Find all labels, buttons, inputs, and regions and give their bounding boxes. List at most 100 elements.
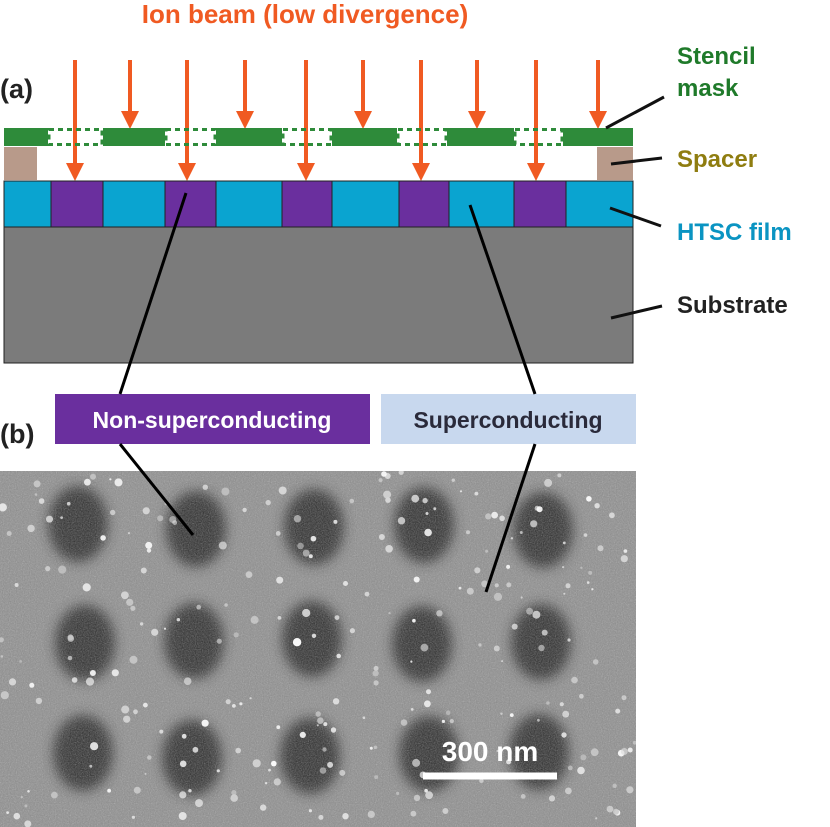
sem-speck bbox=[19, 660, 22, 663]
sem-speck bbox=[412, 758, 421, 767]
sem-speck bbox=[510, 537, 514, 540]
sem-speck bbox=[494, 583, 499, 588]
non-superconducting-region bbox=[281, 180, 333, 228]
sem-speck bbox=[383, 490, 392, 499]
sem-speck bbox=[442, 808, 449, 814]
sem-speck bbox=[84, 478, 91, 486]
sem-speck bbox=[327, 761, 334, 768]
sem-image bbox=[0, 471, 636, 827]
sem-speck bbox=[520, 596, 523, 599]
sem-speck bbox=[474, 491, 479, 496]
sem-speck bbox=[459, 490, 463, 493]
sem-speck bbox=[369, 746, 373, 750]
sem-speck bbox=[302, 608, 311, 618]
non-superconducting-region bbox=[398, 180, 450, 228]
sem-speck bbox=[396, 791, 400, 796]
sem-speck bbox=[133, 786, 141, 794]
sem-speck bbox=[530, 520, 538, 528]
sem-speck bbox=[6, 811, 9, 814]
sem-speck bbox=[595, 817, 598, 820]
sem-speck bbox=[506, 564, 511, 569]
sem-speck bbox=[245, 571, 253, 578]
panel-b-label: (b) bbox=[0, 419, 34, 449]
sem-speck bbox=[373, 680, 379, 686]
sem-speck bbox=[372, 670, 379, 677]
sem-speck bbox=[474, 567, 481, 574]
sem-speck bbox=[252, 759, 261, 768]
sem-speck bbox=[388, 612, 391, 615]
sem-speck bbox=[594, 503, 600, 509]
stencil-label-line2: mask bbox=[677, 75, 739, 102]
sem-speck bbox=[420, 643, 429, 652]
sem-speck bbox=[546, 701, 550, 705]
sem-speck bbox=[315, 711, 321, 717]
sem-speck bbox=[410, 660, 413, 663]
sem-speck bbox=[620, 555, 628, 563]
substrate-label: Substrate bbox=[677, 292, 788, 319]
sem-speck bbox=[632, 740, 636, 745]
sem-speck bbox=[541, 629, 548, 636]
sem-speck bbox=[333, 519, 338, 524]
zoom-lines bbox=[118, 192, 537, 593]
sem-speck bbox=[89, 764, 93, 768]
sem-speck bbox=[6, 531, 12, 536]
sem-speck bbox=[485, 513, 492, 520]
sem-speck bbox=[310, 535, 317, 542]
sem-speck bbox=[273, 778, 281, 786]
sem-speck bbox=[140, 567, 147, 574]
sem-speck bbox=[410, 708, 414, 711]
sem-speck bbox=[299, 731, 306, 739]
sem-speck bbox=[27, 524, 35, 533]
sem-speck bbox=[216, 638, 222, 644]
sem-speck bbox=[20, 796, 23, 799]
sem-speck bbox=[311, 633, 317, 638]
sem-speck bbox=[110, 509, 116, 516]
sem-speck bbox=[179, 791, 187, 799]
mask-opening bbox=[47, 128, 104, 146]
sem-speck bbox=[520, 794, 526, 799]
sem-speck bbox=[511, 623, 518, 630]
sem-speck bbox=[373, 745, 378, 750]
legend-non-superconducting-box bbox=[55, 394, 370, 444]
sem-speck bbox=[565, 787, 572, 795]
sem-speck bbox=[433, 507, 437, 511]
sem-speck bbox=[145, 541, 153, 549]
sem-speck bbox=[623, 549, 628, 553]
sem-speck bbox=[33, 480, 41, 488]
sem-speck bbox=[615, 708, 621, 714]
sem-speck bbox=[85, 677, 95, 686]
legend-superconducting-text: Superconducting bbox=[413, 407, 602, 433]
sem-speck bbox=[142, 507, 150, 515]
spacer-label: Spacer bbox=[677, 146, 757, 173]
non-superconducting-region bbox=[50, 180, 104, 228]
sem-speck bbox=[230, 794, 238, 802]
sem-speck bbox=[242, 507, 247, 513]
sem-speck bbox=[45, 566, 51, 572]
stencil-leader bbox=[605, 95, 665, 130]
sem-speck bbox=[567, 638, 571, 642]
sem-speck bbox=[590, 748, 599, 757]
stencil-mask bbox=[4, 128, 633, 146]
sem-speck bbox=[127, 532, 131, 535]
spacer-leader bbox=[610, 156, 663, 166]
sem-speck bbox=[308, 809, 312, 813]
sem-speck bbox=[133, 709, 138, 715]
sem-speck bbox=[378, 534, 385, 540]
sem-speck bbox=[606, 805, 614, 813]
mask-opening bbox=[164, 128, 217, 146]
sem-speck bbox=[0, 503, 7, 512]
sem-speck bbox=[239, 702, 243, 706]
sem-speck bbox=[89, 670, 96, 676]
sem-speck bbox=[221, 487, 230, 496]
sem-speck bbox=[412, 618, 416, 623]
sem-speck bbox=[424, 700, 431, 708]
sem-speck bbox=[318, 814, 324, 820]
sem-speck bbox=[381, 471, 387, 477]
sem-speck bbox=[548, 795, 556, 802]
mask-opening bbox=[396, 128, 448, 146]
sem-speck bbox=[121, 591, 129, 600]
sem-speck bbox=[319, 767, 327, 774]
sem-speck bbox=[34, 493, 38, 496]
substrate bbox=[3, 226, 634, 364]
